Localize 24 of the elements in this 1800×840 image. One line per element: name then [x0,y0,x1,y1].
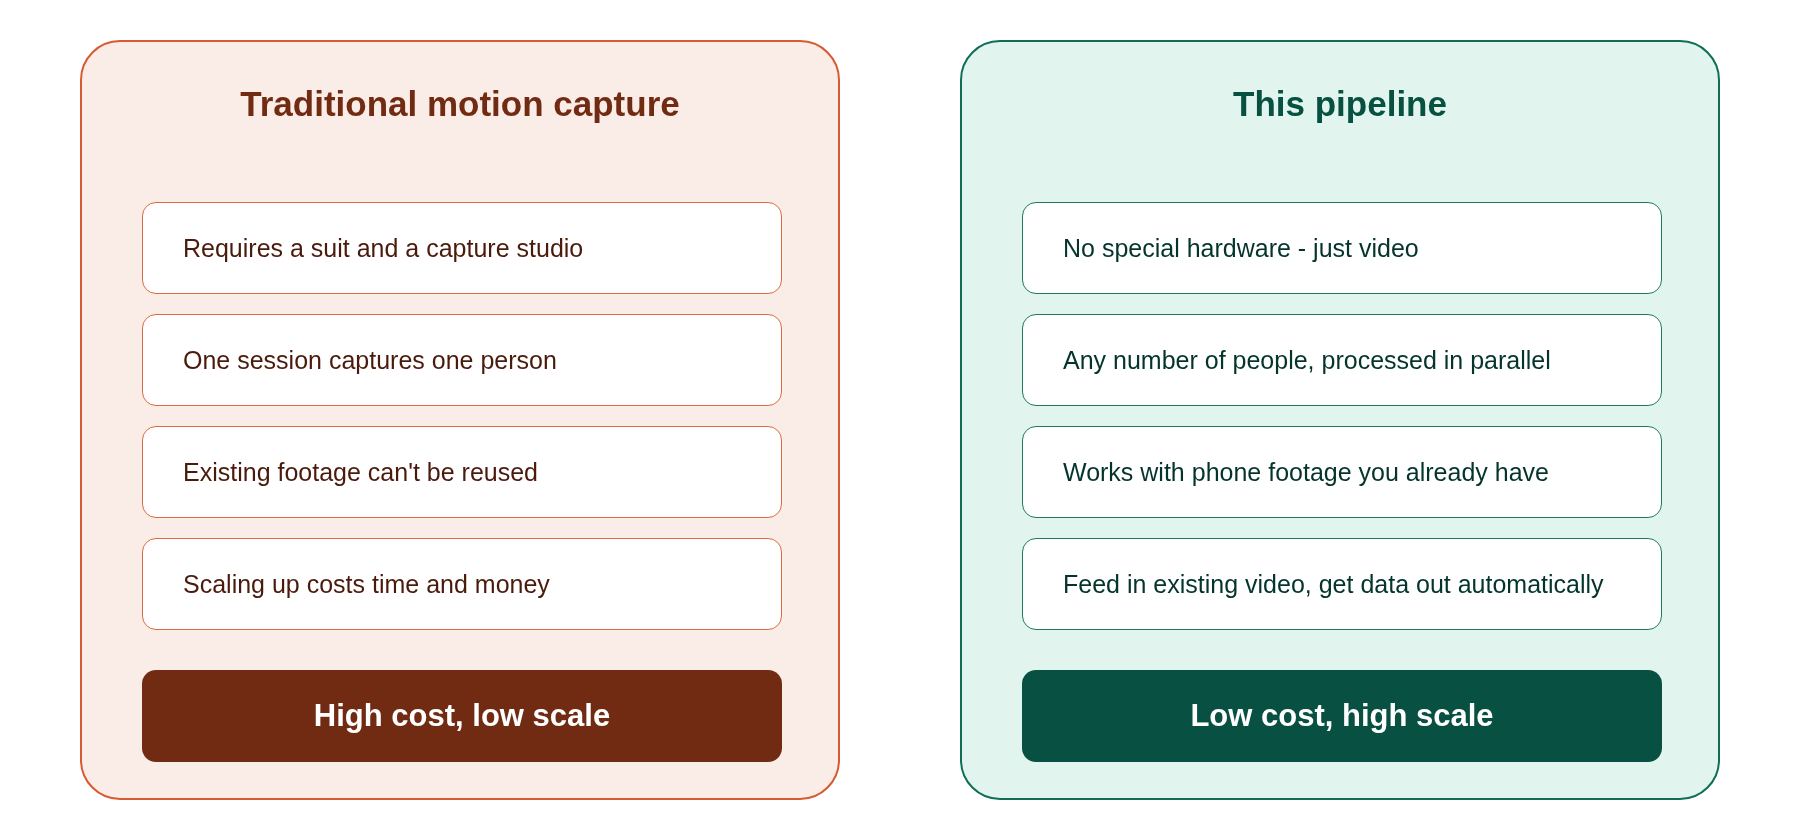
feature-text: Requires a suit and a capture studio [183,233,584,263]
summary-banner [1022,670,1662,762]
panel-heading: This pipeline [1232,83,1448,125]
feature-card [142,426,782,518]
summary-text: Low cost, high scale [1190,697,1494,735]
feature-card [142,202,782,294]
feature-text: Existing footage can't be reused [183,457,538,487]
feature-text: Works with phone footage you already have [1063,457,1549,487]
feature-text: Scaling up costs time and money [183,569,550,599]
feature-card [1022,314,1662,406]
feature-text: No special hardware - just video [1063,233,1419,263]
feature-card [1022,426,1662,518]
feature-text: Feed in existing video, get data out automatically [1063,569,1604,599]
comparison-panel [960,40,1720,800]
feature-card [142,314,782,406]
panel-heading: Traditional motion capture [239,83,681,125]
feature-card [1022,202,1662,294]
summary-text: High cost, low scale [313,697,611,735]
feature-text: One session captures one person [183,345,557,375]
feature-text: Any number of people, processed in parallel [1063,345,1551,375]
feature-card [142,538,782,630]
summary-banner [142,670,782,762]
comparison-panel [80,40,840,800]
feature-card [1022,538,1662,630]
